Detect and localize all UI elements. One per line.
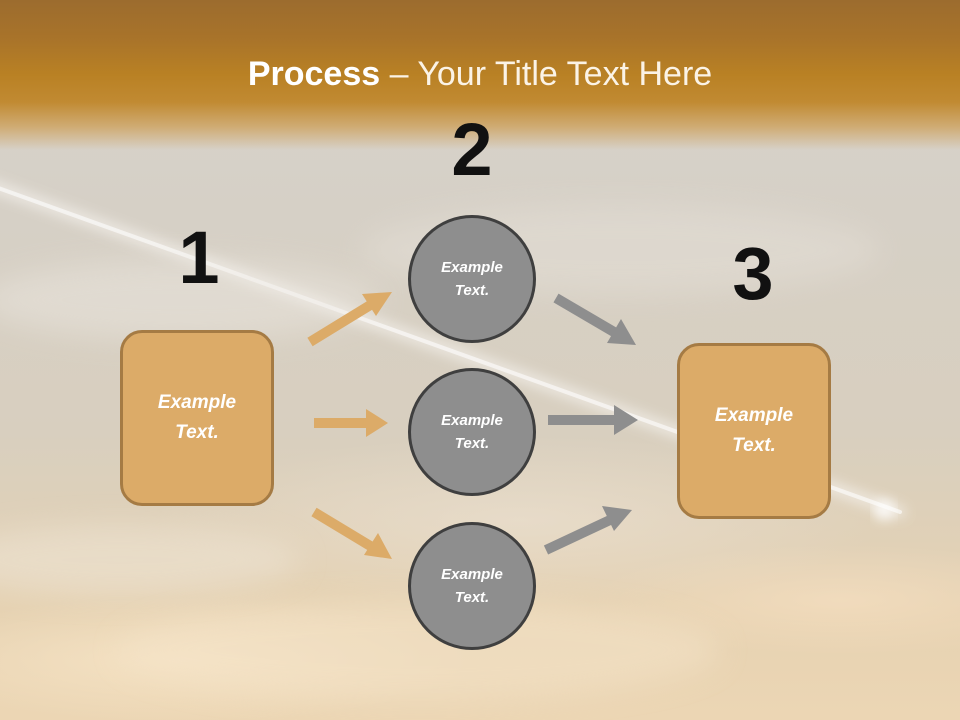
step2-circle-3-text: Example Text. xyxy=(441,566,503,606)
step2-circle-2: Example Text. xyxy=(408,368,536,496)
step2-circle-2-text: Example Text. xyxy=(441,412,503,452)
step2-circle-1: Example Text. xyxy=(408,215,536,343)
step3-box: Example Text. xyxy=(677,343,831,519)
step2-circle-3: Example Text. xyxy=(408,522,536,650)
slide-title-rest: – Your Title Text Here xyxy=(380,55,713,93)
step1-box-text: Example Text. xyxy=(157,392,237,443)
step1-box: Example Text. xyxy=(120,330,274,506)
step-number-1: 1 xyxy=(178,216,220,299)
step3-box-text: Example Text. xyxy=(714,405,794,456)
slide-title-bold: Process xyxy=(247,55,381,93)
step-number-3: 3 xyxy=(732,232,774,315)
step-number-2: 2 xyxy=(451,108,493,191)
header-band xyxy=(0,0,960,150)
slide-title: Process – Your Title Text Here xyxy=(0,52,960,96)
step2-circle-1-text: Example Text. xyxy=(441,259,503,299)
